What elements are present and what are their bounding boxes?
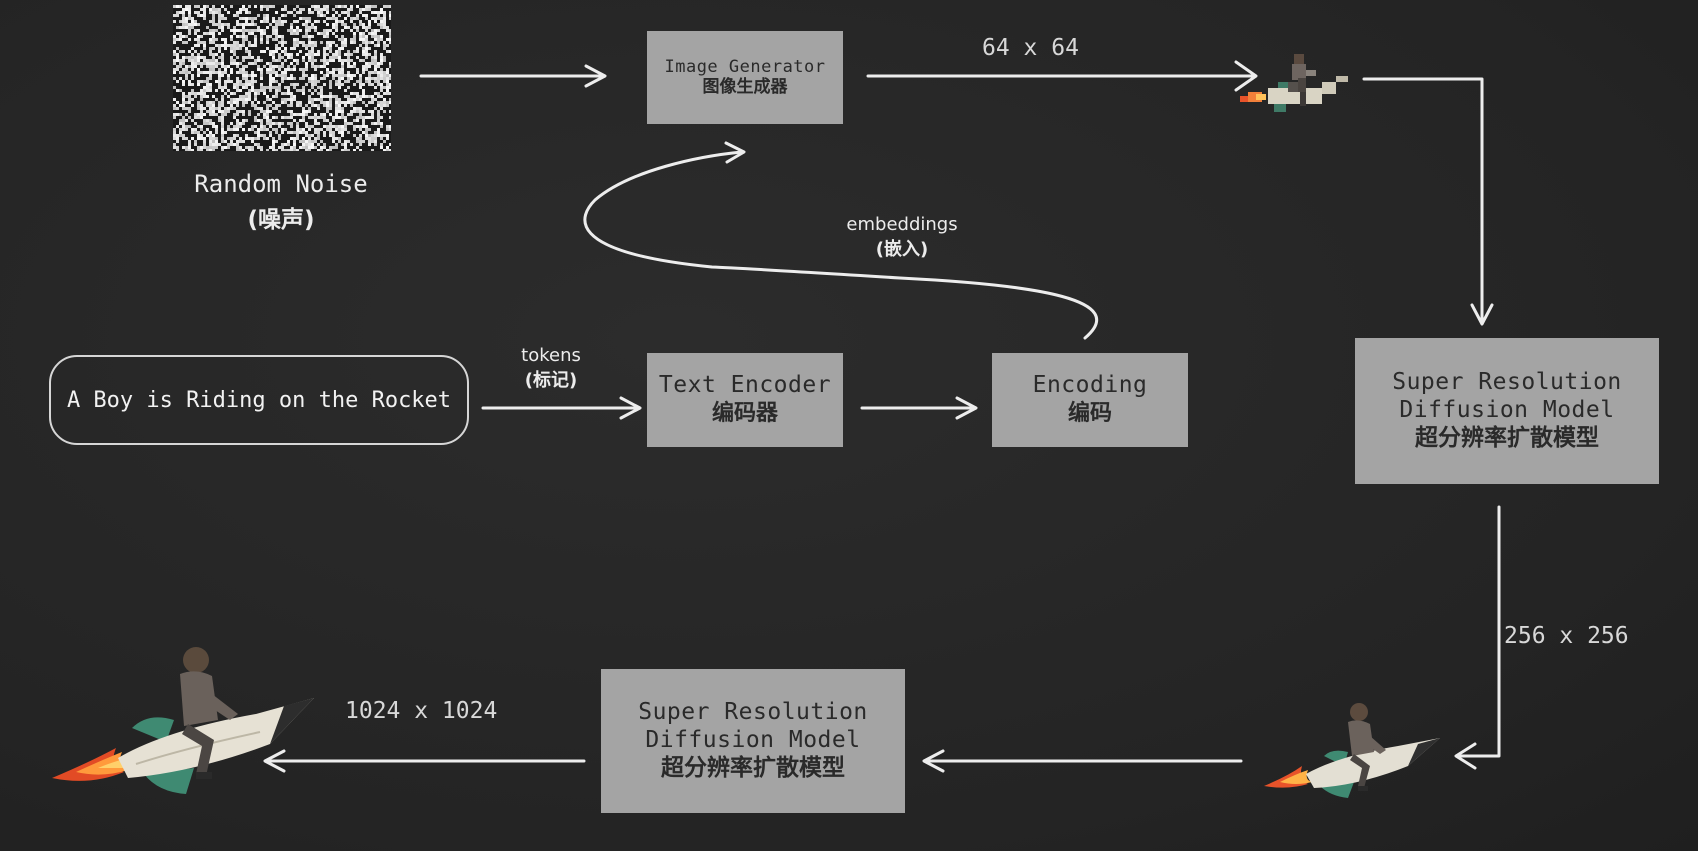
noise-label-zh: (噪声) — [247, 207, 315, 233]
prompt-text: A Boy is Riding on the Rocket — [49, 355, 469, 445]
tokens-label-zh: (标记) — [524, 370, 578, 391]
sr2-label-line1: Super Resolution — [638, 699, 868, 726]
embeddings-label-zh: (嵌入) — [875, 239, 929, 260]
sr1-label-zh: 超分辨率扩散模型 — [1415, 425, 1599, 452]
sr1-label-line1: Super Resolution — [1392, 369, 1622, 396]
tokens-label: tokens (标记) — [510, 345, 592, 392]
output-64-boy-on-rocket-icon — [1240, 54, 1348, 112]
arrow-encoding-to-generator — [583, 150, 1099, 340]
size-1024-label: 1024 x 1024 — [345, 698, 498, 724]
embeddings-label-en: embeddings — [846, 214, 958, 235]
text-encoder-label-en: Text Encoder — [658, 372, 832, 399]
size-64-label: 64 x 64 — [982, 35, 1079, 61]
tokens-label-en: tokens — [521, 345, 581, 366]
image-generator-label-zh: 图像生成器 — [702, 77, 788, 98]
super-resolution-model-1-box: Super Resolution Diffusion Model 超分辨率扩散模… — [1355, 338, 1659, 484]
image-generator-box: Image Generator 图像生成器 — [647, 31, 843, 124]
encoding-box: Encoding 编码 — [992, 353, 1188, 447]
output-256-boy-on-rocket-icon — [1264, 703, 1440, 798]
encoding-label-zh: 编码 — [1067, 401, 1112, 427]
image-generator-label-en: Image Generator — [664, 56, 826, 77]
embeddings-label: embeddings (嵌入) — [842, 214, 962, 261]
noise-label-en: Random Noise — [194, 170, 368, 198]
arrow-64-to-sr1 — [1362, 77, 1484, 324]
sr2-label-zh: 超分辨率扩散模型 — [661, 755, 845, 782]
sr1-label-line2: Diffusion Model — [1399, 396, 1615, 423]
text-encoder-box: Text Encoder 编码器 — [647, 353, 843, 447]
output-1024-boy-on-rocket-icon — [52, 647, 314, 794]
sr2-label-line2: Diffusion Model — [645, 726, 861, 753]
size-256-label: 256 x 256 — [1504, 623, 1629, 649]
arrow-sr1-to-256 — [1457, 505, 1501, 758]
noise-label: Random Noise (噪声) — [160, 170, 402, 234]
super-resolution-model-2-box: Super Resolution Diffusion Model 超分辨率扩散模… — [601, 669, 905, 813]
text-encoder-label-zh: 编码器 — [711, 401, 778, 427]
encoding-label-en: Encoding — [1032, 372, 1148, 399]
random-noise-image — [173, 5, 391, 151]
